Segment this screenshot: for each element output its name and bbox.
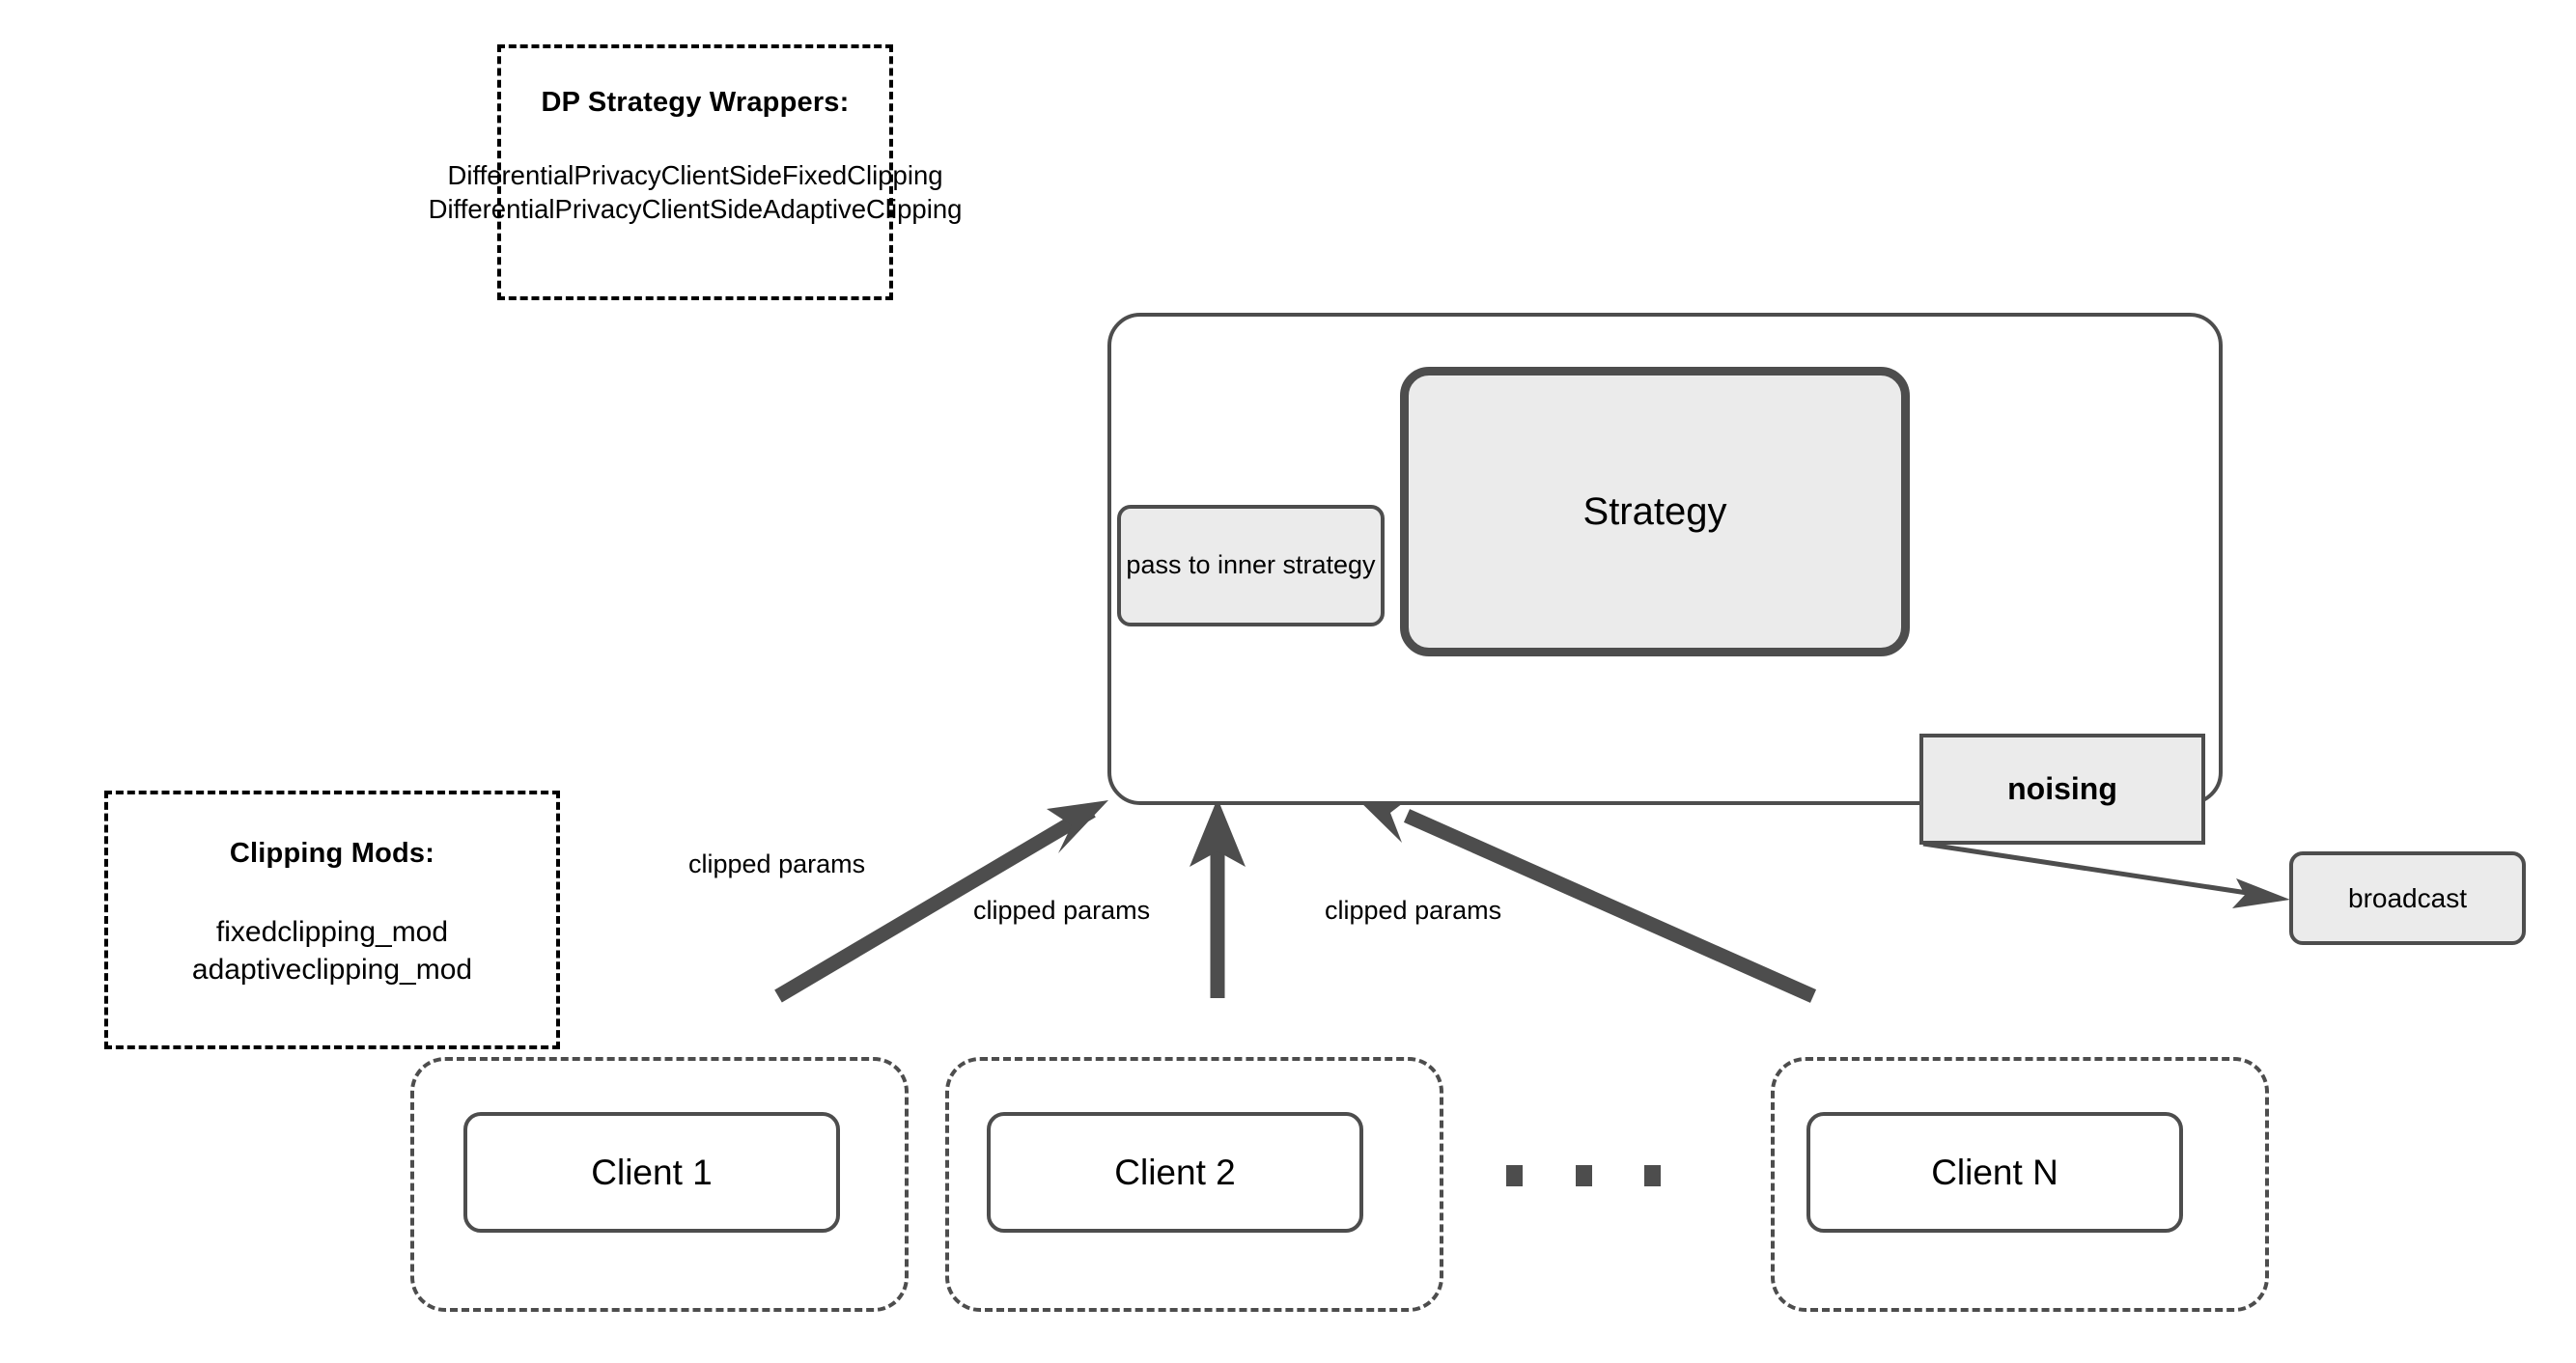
edge-label-clipped-params: clipped params bbox=[688, 849, 866, 878]
broadcast-node[interactable]: broadcast bbox=[2289, 851, 2526, 945]
dp-wrappers-title: DP Strategy Wrappers: bbox=[541, 87, 850, 118]
edge-label-clipped-params: clipped params bbox=[1325, 896, 1502, 925]
strategy-node[interactable]: Strategy bbox=[1400, 367, 1910, 656]
edge-noising-to-broadcast bbox=[1922, 841, 2290, 908]
pass-to-inner-strategy-node[interactable]: pass to inner strategy bbox=[1117, 505, 1385, 626]
dp-strategy-wrappers-legend: DP Strategy Wrappers: DifferentialPrivac… bbox=[429, 44, 962, 300]
clipping-mod-item: fixedclipping_mod bbox=[215, 916, 449, 948]
noising-node[interactable]: noising bbox=[1919, 734, 2205, 845]
edge-client2-to-server bbox=[1190, 798, 1246, 998]
dp-wrapper-item: DifferentialPrivacyClientSideFixedClippi… bbox=[447, 160, 943, 190]
clients-ellipsis-icon bbox=[1506, 1161, 1661, 1190]
ellipsis-dot bbox=[1506, 1165, 1523, 1186]
edge-label-clipped-params: clipped params bbox=[973, 896, 1151, 925]
clipping-mods-legend: Clipping Mods: fixedclipping_mod adaptiv… bbox=[104, 791, 560, 1049]
client-node-1[interactable]: Client 1 bbox=[463, 1112, 840, 1233]
clipping-mods-list: fixedclipping_mod adaptiveclipping_mod bbox=[192, 913, 472, 988]
client-node-2[interactable]: Client 2 bbox=[987, 1112, 1363, 1233]
client-node-n[interactable]: Client N bbox=[1806, 1112, 2183, 1233]
clipping-mods-title: Clipping Mods: bbox=[229, 838, 435, 869]
edge-clientn-to-server bbox=[1350, 792, 1817, 1003]
ellipsis-dot bbox=[1644, 1165, 1661, 1186]
ellipsis-dot bbox=[1575, 1165, 1592, 1186]
dp-wrapper-item: DifferentialPrivacyClientSideAdaptiveCli… bbox=[428, 193, 963, 224]
dp-wrappers-list: DifferentialPrivacyClientSideFixedClippi… bbox=[429, 159, 963, 227]
clipping-mod-item: adaptiveclipping_mod bbox=[191, 954, 473, 986]
